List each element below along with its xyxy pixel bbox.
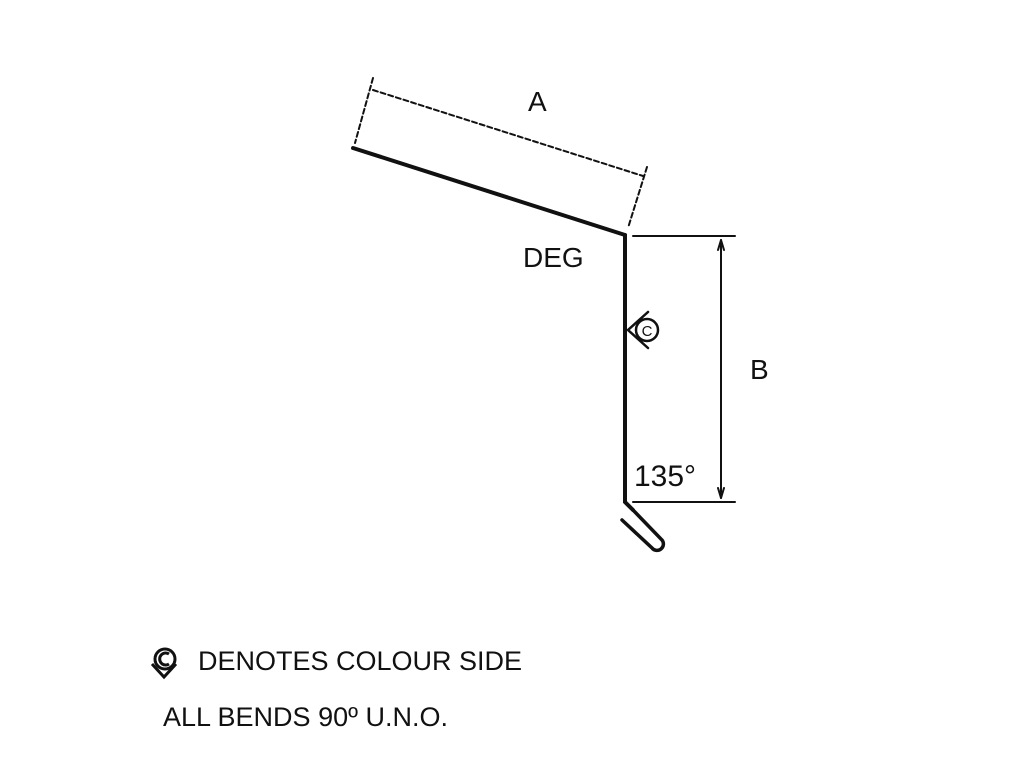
- angle-bottom-label: 135°: [634, 460, 697, 493]
- colour-side-marker: [626, 310, 660, 350]
- profile-vertical-leg: [623, 233, 635, 512]
- colour-side-symbol: C: [642, 323, 653, 340]
- angle-top-label: DEG: [523, 242, 584, 273]
- dimension-b: [632, 235, 736, 503]
- dimension-b-label: B: [750, 354, 769, 385]
- note-bends: ALL BENDS 90º U.N.O.: [163, 702, 448, 732]
- legend-colour-side-icon: [150, 647, 178, 680]
- profile-hem: [620, 508, 666, 553]
- dimension-a-label: A: [528, 86, 547, 117]
- profile-top-flange: [351, 146, 627, 237]
- note-colour-side: DENOTES COLOUR SIDE: [198, 646, 523, 676]
- dimension-a: [354, 77, 648, 229]
